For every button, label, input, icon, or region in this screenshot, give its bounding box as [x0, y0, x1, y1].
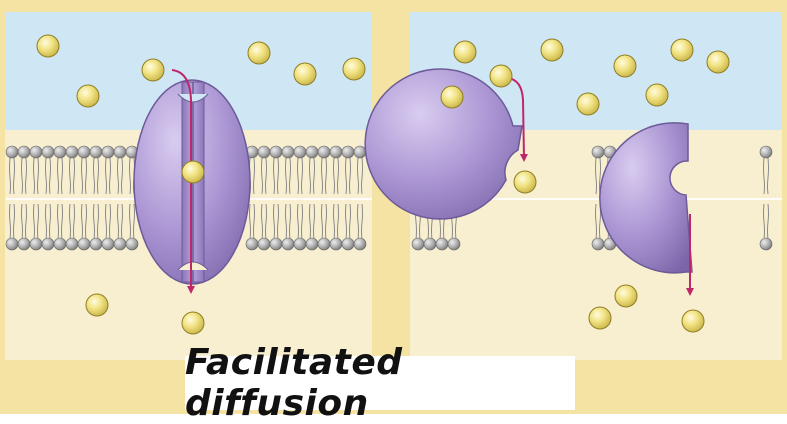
solute-molecule [141, 58, 165, 82]
solute-molecule [453, 40, 477, 64]
phospholipid [305, 145, 319, 251]
phospholipid [101, 145, 115, 251]
phospholipid [353, 145, 367, 251]
phospholipid [89, 145, 103, 251]
phospholipid [5, 145, 19, 251]
solute-molecule [706, 50, 730, 74]
phospholipid [113, 145, 127, 251]
phospholipid [281, 145, 295, 251]
solute-molecule [76, 84, 100, 108]
diagram-canvas [0, 0, 787, 414]
carrier-protein-open-outside [364, 68, 523, 220]
phospholipid [77, 145, 91, 251]
solute-molecule [293, 62, 317, 86]
phospholipid [329, 145, 343, 251]
solute-molecule [670, 38, 694, 62]
solute-molecule [540, 38, 564, 62]
solute-molecule [247, 41, 271, 65]
solute-molecule [181, 160, 205, 184]
caption-box: Facilitated diffusion [185, 342, 575, 424]
solute-molecule [440, 85, 464, 109]
diagram-caption: Facilitated diffusion [185, 342, 403, 424]
solute-molecule [614, 284, 638, 308]
phospholipid [53, 145, 67, 251]
phospholipid [269, 145, 283, 251]
solute-molecule [36, 34, 60, 58]
solute-molecules [36, 34, 730, 335]
phospholipid [759, 145, 773, 251]
solute-molecule [342, 57, 366, 81]
solute-molecule [613, 54, 637, 78]
phospholipid [41, 145, 55, 251]
solute-molecule [588, 306, 612, 330]
phospholipid [29, 145, 43, 251]
solute-molecule [489, 64, 513, 88]
phospholipid [17, 145, 31, 251]
solute-molecule [85, 293, 109, 317]
carrier-protein-open-inside [599, 122, 693, 274]
phospholipid [591, 145, 605, 251]
solute-molecule [645, 83, 669, 107]
solute-molecule [681, 309, 705, 333]
solute-molecule [513, 170, 537, 194]
lipid-bilayer [5, 145, 372, 251]
phospholipid [317, 145, 331, 251]
phospholipid [257, 145, 271, 251]
panel-channel-protein [5, 12, 372, 360]
diffusion-arrow [171, 69, 195, 294]
solute-molecule [576, 92, 600, 116]
panel-carrier-protein [364, 12, 782, 360]
solute-molecule [181, 311, 205, 335]
phospholipid [125, 145, 139, 251]
phospholipid [293, 145, 307, 251]
